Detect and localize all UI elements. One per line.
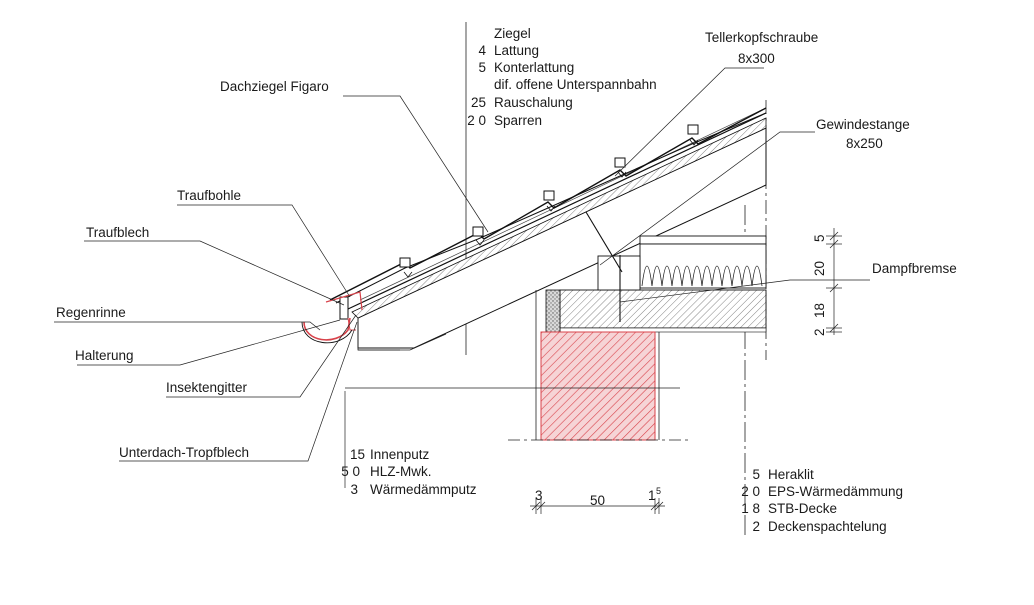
label-dachziegel: Dachziegel Figaro [220, 79, 329, 94]
label-traufbohle: Traufbohle [177, 188, 241, 203]
concrete-slab [559, 289, 767, 329]
label-gewindestange: Gewindestange [816, 117, 910, 132]
ceiling-layer-2-thickness: 1 8 [741, 501, 760, 516]
ceiling-layer-schedule: 5 Heraklit 2 0 EPS-Wärmedämmung 1 8 STB-… [741, 467, 903, 534]
vertical-dimension-chain [826, 228, 842, 335]
roof-layer-1-thickness: 4 [478, 43, 486, 58]
ceiling-layer-3-thickness: 2 [752, 519, 760, 534]
vertical-dimension-labels: 5 20 18 2 [812, 234, 827, 336]
roof-layer-4-thickness: 25 [471, 95, 486, 110]
ceiling-layer-1-name: EPS-Wärmedämmung [768, 484, 903, 499]
gutter [303, 317, 351, 341]
label-halterung: Halterung [75, 348, 134, 363]
rough-boarding [351, 117, 767, 319]
slab-plaster [559, 327, 767, 333]
hdim-right-sup: 5 [656, 486, 661, 496]
roof-layer-2-thickness: 5 [478, 60, 486, 75]
wall-layer-0-name: Innenputz [370, 447, 430, 462]
edge-insulation [545, 289, 561, 333]
horizontal-dimension-chain [530, 498, 665, 514]
ceiling-layer-3-name: Deckenspachtelung [768, 519, 887, 534]
roof-layer-5-name: Sparren [494, 113, 542, 128]
roof-layer-1-name: Lattung [494, 43, 539, 58]
wall-layer-0-thickness: 15 [350, 447, 365, 462]
eave-assembly [301, 291, 447, 351]
component-labels: Dachziegel Figaro Traufbohle Traufblech … [56, 30, 957, 460]
wall-plate [597, 255, 641, 291]
wall-layer-2-name: Wärmedämmputz [370, 482, 477, 497]
label-tropfblech: Unterdach-Tropfblech [119, 445, 249, 460]
battens [399, 124, 699, 268]
roof-layer-4-name: Rauschalung [494, 95, 573, 110]
roof-tiles-lower [335, 112, 767, 304]
underlay-membrane [347, 112, 767, 310]
vdim-2: 18 [812, 303, 827, 318]
wall-and-ceiling [508, 235, 767, 441]
tellerkopf-screw [585, 211, 623, 273]
label-insektengitter: Insektengitter [166, 380, 248, 395]
heraklit-layer [639, 235, 767, 245]
label-tellerkopf: Tellerkopfschraube [705, 30, 818, 45]
roof-layer-2-name: Konterlattung [494, 60, 574, 75]
wall-layer-2-thickness: 3 [350, 482, 358, 497]
vdim-3: 2 [812, 328, 827, 336]
counter-batten-line [359, 107, 767, 301]
label-traufblech: Traufblech [86, 225, 149, 240]
ceiling-layer-0-name: Heraklit [768, 467, 814, 482]
label-dampfbremse: Dampfbremse [872, 261, 957, 276]
gutter-outline [301, 321, 353, 344]
ceiling-layer-0-thickness: 5 [752, 467, 760, 482]
hdim-right: 1 [648, 488, 656, 503]
vdim-0: 5 [812, 234, 827, 242]
eave-flashing [325, 291, 363, 311]
wall-layer-1-name: HLZ-Mwk. [370, 464, 432, 479]
horizontal-dimension-labels: 3 50 1 5 [535, 486, 661, 508]
hdim-left: 3 [535, 488, 543, 503]
roof-layer-3-name: dif. offene Unterspannbahn [494, 77, 657, 92]
label-tellerkopf-size: 8x300 [738, 51, 775, 66]
wall-layer-schedule: 15 Innenputz 5 0 HLZ-Mwk. 3 Wärmedämmput… [341, 447, 477, 497]
label-gewindestange-size: 8x250 [846, 136, 883, 151]
batten-clips [403, 139, 699, 278]
ceiling-layer-1-thickness: 2 0 [741, 484, 760, 499]
ceiling-layer-2-name: STB-Decke [768, 501, 837, 516]
brick-wall [540, 331, 656, 441]
hdim-mid: 50 [590, 493, 605, 508]
roof-build-up [329, 107, 767, 349]
label-regenrinne: Regenrinne [56, 305, 126, 320]
leader-lines [54, 67, 870, 488]
wall-layer-1-thickness: 5 0 [341, 464, 360, 479]
eave-board [339, 296, 349, 320]
roof-layer-0-name: Ziegel [494, 26, 531, 41]
roof-layer-schedule: Ziegel 4 Lattung 5 Konterlattung dif. of… [467, 26, 656, 128]
roof-layer-5-thickness: 2 0 [467, 113, 486, 128]
vdim-1: 20 [812, 261, 827, 276]
